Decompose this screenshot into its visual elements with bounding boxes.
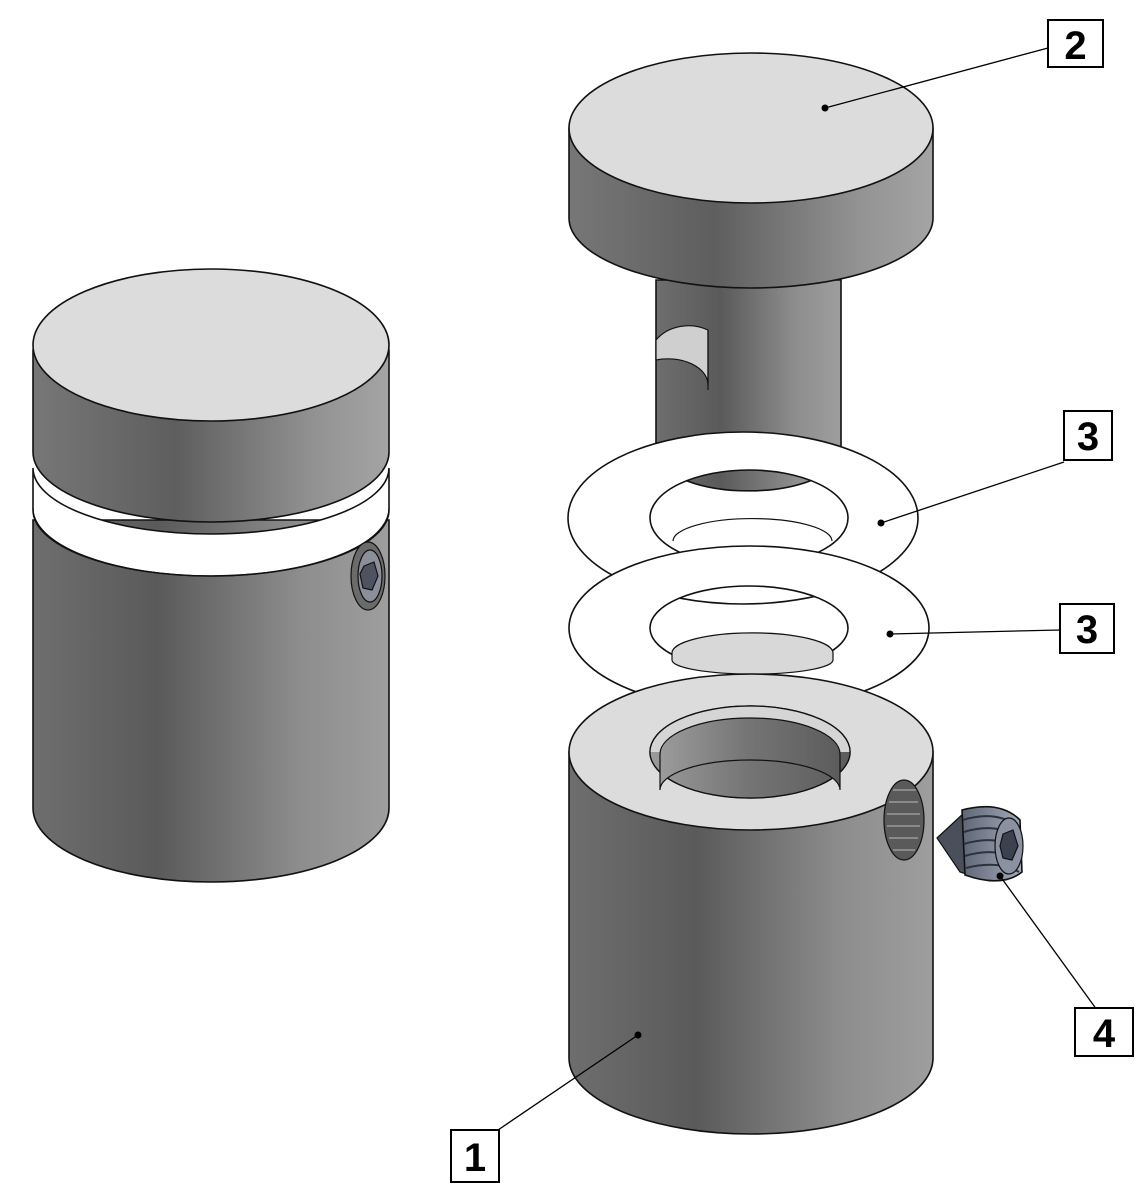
part-1-barrel: [568, 673, 934, 1135]
leader-line-3-lower: [889, 629, 1061, 635]
leader-line-1: [497, 1034, 639, 1131]
part-3-washer-lower: [568, 545, 930, 711]
callout-3-upper-label: 3: [1077, 415, 1099, 459]
leader-lines: [497, 47, 1098, 1131]
leader-line-3-upper: [880, 461, 1065, 524]
side-set-screw: [350, 541, 386, 611]
callout-3-lower-label: 3: [1076, 608, 1098, 652]
leader-line-2: [824, 47, 1049, 109]
callout-3-lower: 3: [1059, 603, 1115, 654]
callout-4-label: 4: [1093, 1012, 1116, 1056]
part-4-set-screw: [936, 805, 1024, 882]
callout-4: 4: [1074, 1007, 1134, 1057]
threaded-hole: [883, 779, 925, 861]
callout-2: 2: [1047, 19, 1104, 68]
callout-1: 1: [450, 1129, 500, 1183]
part-2-cap: [568, 52, 934, 492]
assembled-standoff: [32, 268, 390, 883]
callout-3-upper: 3: [1063, 410, 1113, 461]
callout-2-label: 2: [1064, 24, 1086, 68]
leader-line-4: [999, 875, 1098, 1011]
callout-1-label: 1: [464, 1136, 486, 1180]
